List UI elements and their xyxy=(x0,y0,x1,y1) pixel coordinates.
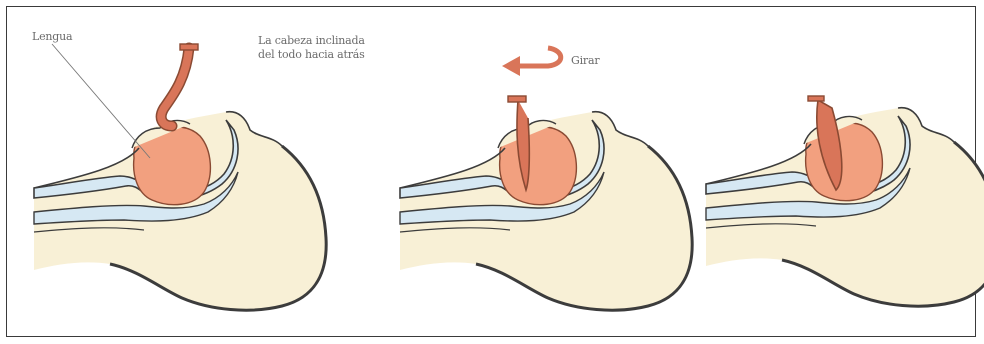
panel-2-head xyxy=(400,96,692,310)
rotate-arrow xyxy=(502,48,561,76)
tongue-leader-line xyxy=(52,44,150,158)
head-tilted-label-line1: La cabeza inclinada xyxy=(258,34,365,47)
head-tilted-label-line2: del todo hacia atrás xyxy=(258,48,365,61)
panel-1-head xyxy=(34,44,326,310)
panel-3-head xyxy=(706,96,984,306)
tongue-label: Lengua xyxy=(32,30,72,43)
rotate-label: Girar xyxy=(571,54,599,67)
